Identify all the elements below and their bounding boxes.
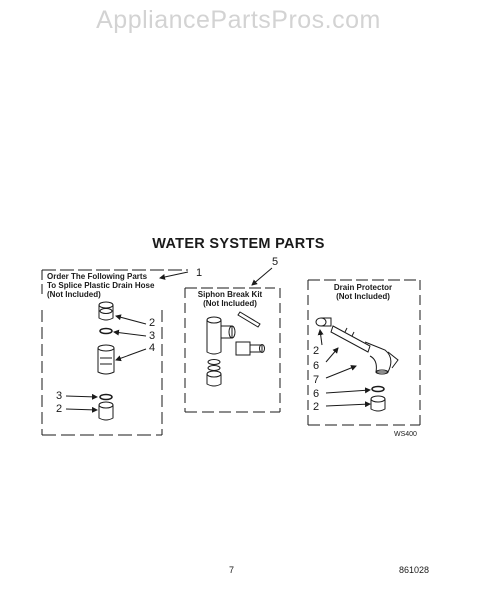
- callout-right-3: 7: [313, 374, 320, 386]
- leader-5: [251, 267, 273, 286]
- drain-label-line2: (Not Included): [336, 292, 390, 301]
- siphon-label-line1: Siphon Break Kit: [197, 290, 263, 299]
- siphon-group-frame: [184, 287, 281, 413]
- callout-left-4: 3: [56, 390, 63, 402]
- callout-left-2: 3: [149, 330, 156, 342]
- callout-right-4: 6: [313, 388, 320, 400]
- callout-left-5: 2: [56, 403, 63, 415]
- left-parts: [65, 301, 147, 421]
- siphon-parts: [206, 311, 265, 387]
- callout-right-2: 6: [313, 360, 320, 372]
- drain-parts: [315, 317, 399, 412]
- siphon-label-line2: (Not Included): [203, 299, 257, 308]
- drain-label-line1: Drain Protector: [333, 283, 393, 292]
- splice-label-line1: Order The Following Parts: [47, 272, 148, 281]
- splice-label-line2: To Splice Plastic Drain Hose: [47, 281, 155, 290]
- leader-1: [159, 271, 189, 280]
- doc-number: 861028: [399, 565, 430, 575]
- callout-1: 1: [196, 267, 203, 279]
- drain-group-frame: [307, 279, 421, 426]
- watermark-logo: AppliancePartsPros.com: [96, 6, 381, 34]
- callout-right-1: 2: [313, 345, 320, 357]
- diagram-code: WS400: [394, 431, 417, 438]
- splice-group-frame: [41, 269, 188, 436]
- splice-label-line3: (Not Included): [47, 290, 101, 299]
- callout-right-5: 2: [313, 401, 320, 413]
- callout-5: 5: [272, 256, 279, 268]
- diagram-title: WATER SYSTEM PARTS: [152, 236, 325, 252]
- callout-left-1: 2: [149, 317, 156, 329]
- page-number: 7: [229, 565, 235, 575]
- callout-left-3: 4: [149, 342, 156, 354]
